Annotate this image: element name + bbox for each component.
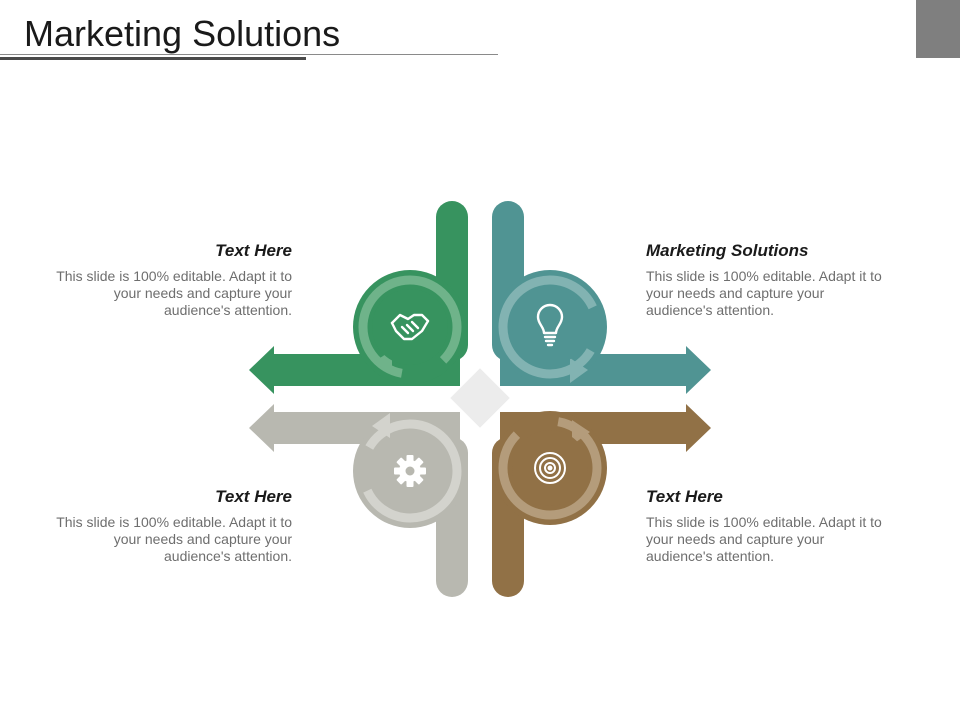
bottom-right-ring-arrow (572, 420, 590, 445)
body-top-right: This slide is 100% editable. Adapt it to… (646, 268, 882, 318)
bottom-left-ring-arrow (372, 413, 390, 438)
title-underline-thick (0, 57, 306, 60)
quadrant-top-left (249, 201, 468, 394)
top-right-ring-arrow (570, 358, 588, 383)
text-block-top-right: Marketing Solutions This slide is 100% e… (646, 240, 886, 319)
body-bottom-right: This slide is 100% editable. Adapt it to… (646, 514, 882, 564)
top-right-ring (498, 275, 602, 379)
slide-title: Marketing Solutions (24, 13, 341, 54)
target-icon (534, 452, 566, 484)
top-left-arrow-head (249, 346, 274, 394)
bottom-right-arrow-head (686, 404, 711, 452)
text-block-bottom-left: Text Here This slide is 100% editable. A… (52, 486, 292, 565)
top-right-arrow-head (686, 346, 711, 394)
handshake-icon (390, 313, 430, 341)
body-top-left: This slide is 100% editable. Adapt it to… (56, 268, 292, 318)
heading-bottom-right: Text Here (646, 487, 723, 506)
heading-bottom-left: Text Here (215, 487, 292, 506)
quadrant-top-right (492, 201, 711, 394)
quadrant-bottom-left (249, 404, 468, 597)
text-block-bottom-right: Text Here This slide is 100% editable. A… (646, 486, 886, 565)
bottom-left-arrow-head (249, 404, 274, 452)
lightbulb-icon (536, 303, 564, 347)
center-diamond (450, 368, 510, 428)
top-right-inner (512, 289, 588, 365)
heading-top-right: Marketing Solutions (646, 241, 809, 260)
title-underline-thin (0, 54, 498, 55)
quadrant-bottom-right (492, 404, 711, 597)
body-bottom-left: This slide is 100% editable. Adapt it to… (56, 514, 292, 564)
gear-icon (394, 455, 426, 487)
text-block-top-left: Text Here This slide is 100% editable. A… (52, 240, 292, 319)
top-left-ring (358, 275, 462, 379)
heading-top-left: Text Here (215, 241, 292, 260)
bottom-left-ring (358, 419, 462, 523)
corner-accent-box (916, 0, 960, 58)
